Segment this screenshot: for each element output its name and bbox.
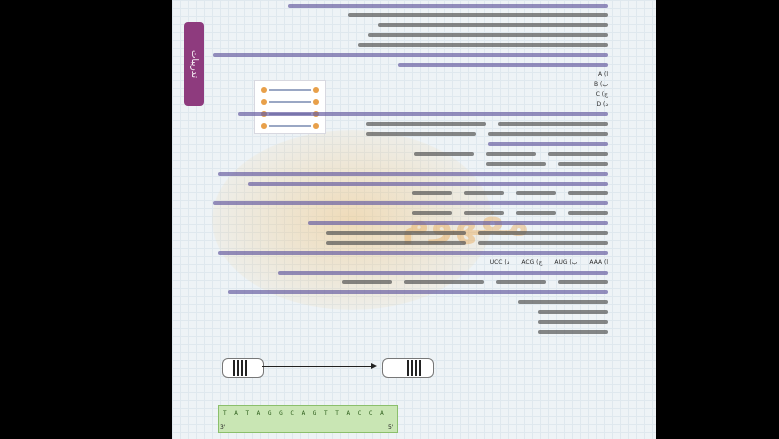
sequence-left-label: 3' [220, 424, 226, 431]
sequence-right-label: 5' [388, 424, 394, 431]
option-line [208, 190, 608, 198]
answer-line [208, 299, 608, 307]
option-line [208, 160, 608, 168]
answer-line [208, 319, 608, 327]
chromosome-after [382, 358, 434, 378]
option-line [208, 121, 608, 129]
answer-line [208, 12, 608, 20]
answer-line [208, 328, 608, 336]
watermark-logo [212, 130, 492, 310]
question-line [208, 289, 608, 297]
dna-base-pair [261, 123, 319, 129]
question-line [208, 220, 608, 228]
chromosome-before [222, 358, 264, 378]
question-line [208, 249, 608, 257]
option-line [208, 210, 608, 218]
option-line: A (أ [597, 71, 608, 79]
dna-base-pair [261, 87, 319, 93]
question-line [208, 140, 608, 148]
question-line [208, 200, 608, 208]
sequence-strand: T A T A G G C A G T T A C C A [223, 410, 386, 417]
arrow-icon [262, 363, 377, 369]
option-line [208, 150, 608, 158]
answer-line [208, 22, 608, 30]
option-line: B (ب [593, 81, 608, 89]
option-line: D (د [596, 100, 608, 108]
option-line [208, 229, 608, 237]
document-page: تدريبات مفهوم A (أ B (ب C (ج D (د [172, 0, 656, 439]
question-line [208, 170, 608, 178]
question-line [208, 269, 608, 277]
dna-sequence-box: T A T A G G C A G T T A C C A [218, 405, 398, 433]
question-line [208, 61, 608, 69]
section-tab[interactable]: تدريبات [184, 22, 204, 106]
option-line [208, 279, 608, 287]
answer-line [208, 309, 608, 317]
option-line [208, 239, 608, 247]
question-line [208, 2, 608, 10]
question-line [208, 51, 608, 59]
question-line [208, 111, 608, 119]
dna-base-pair [261, 99, 319, 105]
option-line: C (ج [595, 91, 608, 99]
question-line [208, 180, 608, 188]
answer-line [208, 42, 608, 50]
answer-line [208, 32, 608, 40]
option-line [208, 131, 608, 139]
